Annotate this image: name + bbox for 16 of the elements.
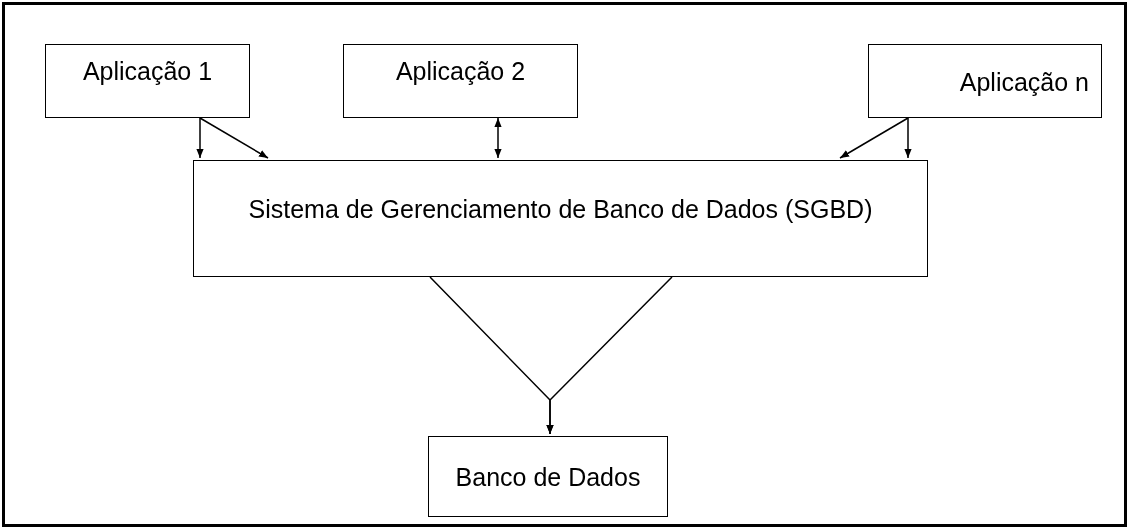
process-box [428,436,668,517]
process-box [868,44,1102,118]
box-label: Aplicação 1 [82,56,213,87]
box-label: Sistema de Gerenciamento de Banco de Dados (SGBD) [247,193,874,225]
process-box [45,44,250,118]
arrow [904,117,912,159]
arrow [546,276,673,435]
box-label: Aplicação 2 [395,56,526,87]
arrow [196,117,204,159]
arrow [839,117,909,159]
arrow [199,117,269,159]
box-label: Aplicação n [959,67,1089,98]
process-box [193,160,928,277]
process-box [343,44,578,118]
arrow [494,117,502,159]
box-label: Banco de Dados [455,461,641,492]
